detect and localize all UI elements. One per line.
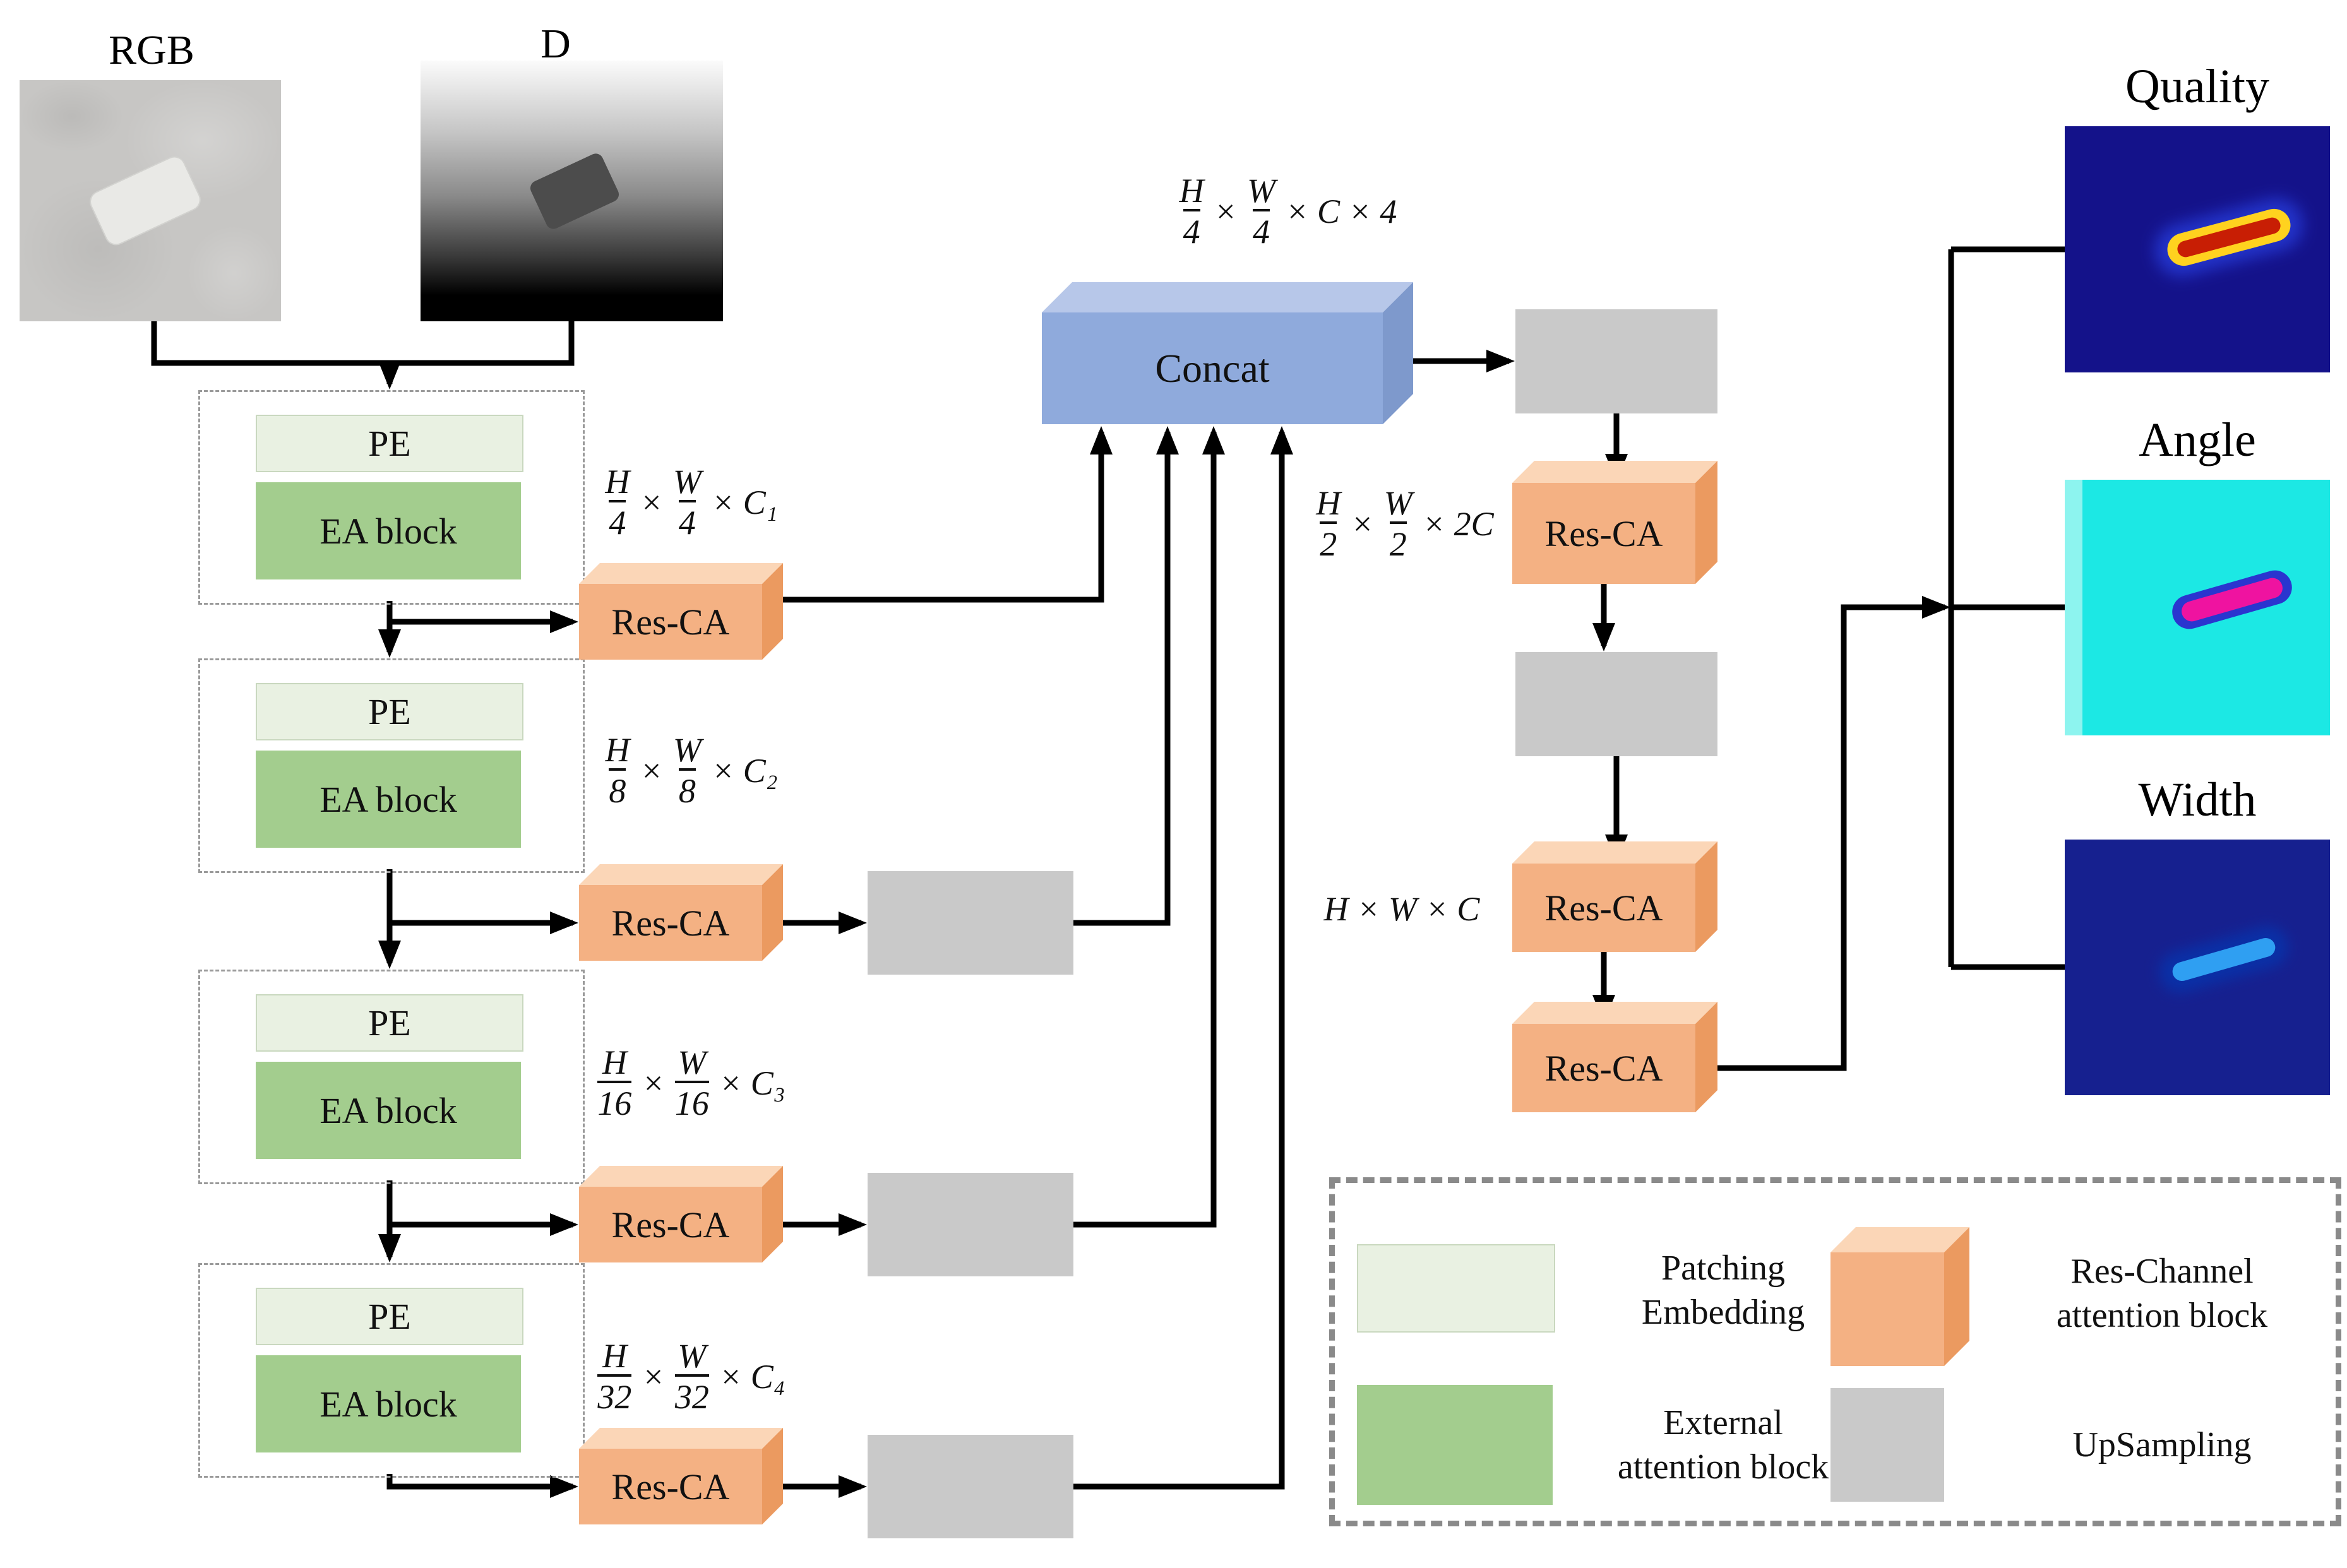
legend-res-channel-swatch [1830, 1227, 1969, 1366]
legend-upsampling-label: UpSampling [2072, 1425, 2252, 1464]
legend-external-swatch [1357, 1385, 1553, 1505]
res-ca-top-face [1512, 841, 1717, 864]
arrow-upsample4-to-concat [1073, 426, 1293, 1490]
angle-head-label: Angle [2139, 413, 2256, 466]
legend-upsampling-swatch [1830, 1388, 1944, 1502]
arrow-rescaD3-to-heads [1717, 596, 1950, 1071]
quality-heatmap [2065, 126, 2330, 372]
res-ca-decoder-2: Res-CA [1512, 841, 1717, 952]
upsampling-block-4 [868, 1435, 1073, 1538]
depth-input-label: D [540, 21, 571, 67]
depth-input-image [421, 61, 723, 321]
patch-embedding-block-2: PE [256, 683, 523, 740]
upsampling-block-B [1515, 652, 1717, 756]
angle-edge-strip [2065, 480, 2082, 735]
concat-top-face [1042, 282, 1413, 312]
encoder-stage-1: PE EA block [198, 390, 585, 605]
res-ca-top-face [579, 563, 783, 584]
rgb-input-label: RGB [109, 27, 194, 73]
arrow-resca1-to-concat [783, 426, 1113, 603]
quality-head-label: Quality [2125, 60, 2269, 113]
external-attention-block-4: EA block [256, 1355, 521, 1452]
res-ca-block-4: Res-CA [579, 1428, 783, 1524]
arrow-stage4-to-resca4 [386, 1474, 578, 1498]
legend-patching-swatch [1357, 1244, 1555, 1333]
external-attention-block-3: EA block [256, 1062, 521, 1159]
merge-line [151, 321, 575, 366]
encoder-stage-2: PE EA block [198, 658, 585, 873]
width-heatmap [2065, 840, 2330, 1095]
res-ca-block-3: Res-CA [579, 1166, 783, 1262]
res-ca-top-face [1512, 461, 1717, 483]
patch-embedding-block-4: PE [256, 1288, 523, 1345]
angle-heatmap [2065, 480, 2330, 735]
patch-embedding-block-3: PE [256, 994, 523, 1052]
depth-object-blob [528, 150, 622, 232]
upsampling-block-3 [868, 1173, 1073, 1276]
patch-embedding-block-1: PE [256, 415, 523, 472]
res-ca-side-face [1944, 1227, 1969, 1366]
arrow-upsample2-to-concat [1073, 426, 1179, 926]
res-ca-top-face [579, 864, 783, 885]
upsampling-block-2 [868, 871, 1073, 975]
arrow-upsample3-to-concat [1073, 426, 1225, 1228]
upsampling-block-A [1515, 309, 1717, 413]
res-ca-top-face [579, 1166, 783, 1187]
external-attention-block-2: EA block [256, 751, 521, 848]
res-ca-block-1: Res-CA [579, 563, 783, 660]
res-ca-block-2: Res-CA [579, 864, 783, 961]
external-attention-block-1: EA block [256, 482, 521, 579]
decoder-dim-label-full: H × W × C [1323, 890, 1480, 928]
rgb-object-blob [85, 152, 205, 249]
res-ca-decoder-1: Res-CA [1512, 461, 1717, 584]
res-ca-top-face [579, 1428, 783, 1449]
res-ca-decoder-3: Res-CA [1512, 1002, 1717, 1112]
encoder-stage-3: PE EA block [198, 970, 585, 1184]
concat-block: Concat [1042, 282, 1413, 424]
encoder-stage-4: PE EA block [198, 1263, 585, 1478]
res-ca-top-face [1512, 1002, 1717, 1024]
width-head-label: Width [2138, 773, 2257, 826]
rgb-input-image [20, 80, 281, 321]
